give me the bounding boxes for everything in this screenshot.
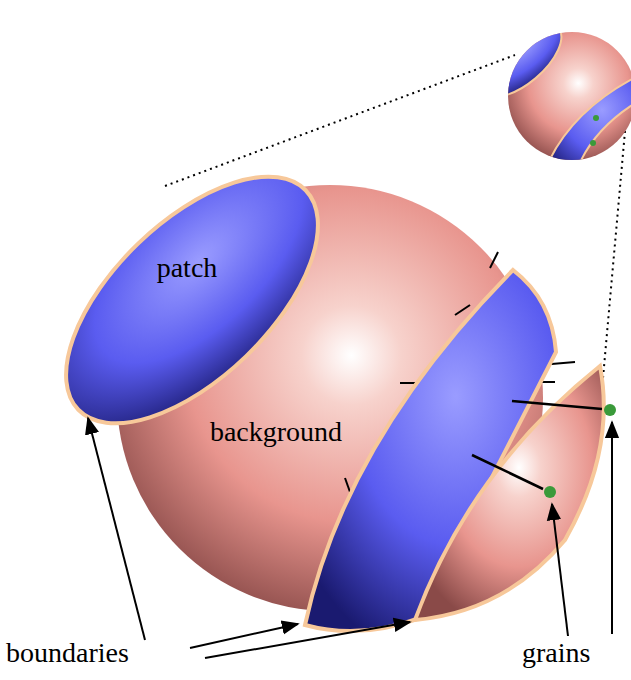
node-patch-label: patch bbox=[151, 250, 224, 287]
grains-label: grains bbox=[522, 638, 590, 669]
background-label: background bbox=[210, 417, 342, 448]
grain-leader bbox=[512, 401, 602, 409]
background-cap bbox=[415, 366, 604, 620]
node-background-label: background bbox=[204, 414, 348, 451]
zoom-line bbox=[165, 55, 515, 186]
small-sphere-patches bbox=[466, 9, 631, 175]
zoom-line bbox=[603, 120, 626, 378]
grain-leader bbox=[472, 455, 543, 489]
patch-label: patch bbox=[157, 253, 218, 284]
leader-arrows bbox=[88, 418, 612, 658]
patch-cap bbox=[24, 134, 360, 466]
grain bbox=[544, 486, 556, 498]
boundaries-label: boundaries bbox=[6, 638, 129, 669]
grain bbox=[604, 404, 616, 416]
